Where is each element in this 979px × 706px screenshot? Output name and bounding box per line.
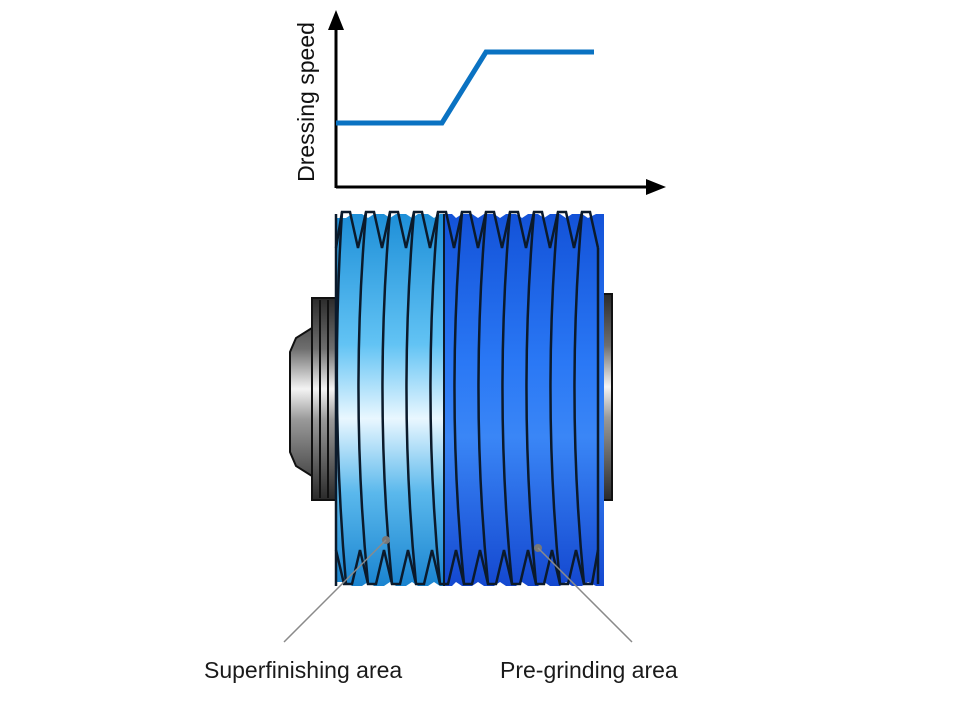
pregrinding-callout: Pre-grinding area <box>500 544 678 683</box>
superfinishing-leader <box>283 539 387 643</box>
x-axis-arrow <box>646 179 666 195</box>
grinding-worm <box>334 210 604 586</box>
y-axis-arrow <box>328 10 344 30</box>
worm-body-super <box>336 214 444 586</box>
superfinishing-zone <box>336 214 444 586</box>
dressing-speed-graph: Dressing speed <box>293 10 666 195</box>
pregrinding-zone <box>444 214 604 586</box>
worm-body-pre <box>444 214 604 586</box>
superfinishing-callout: Superfinishing area <box>204 536 402 683</box>
dressing-speed-line <box>336 49 594 126</box>
thread-helix <box>335 211 586 585</box>
superfinishing-label: Superfinishing area <box>204 657 402 683</box>
y-axis-label: Dressing speed <box>293 22 319 182</box>
left-shaft <box>289 297 337 501</box>
thread-profile-top <box>334 210 600 249</box>
pregrinding-label: Pre-grinding area <box>500 657 678 683</box>
pregrinding-leader <box>537 547 633 643</box>
